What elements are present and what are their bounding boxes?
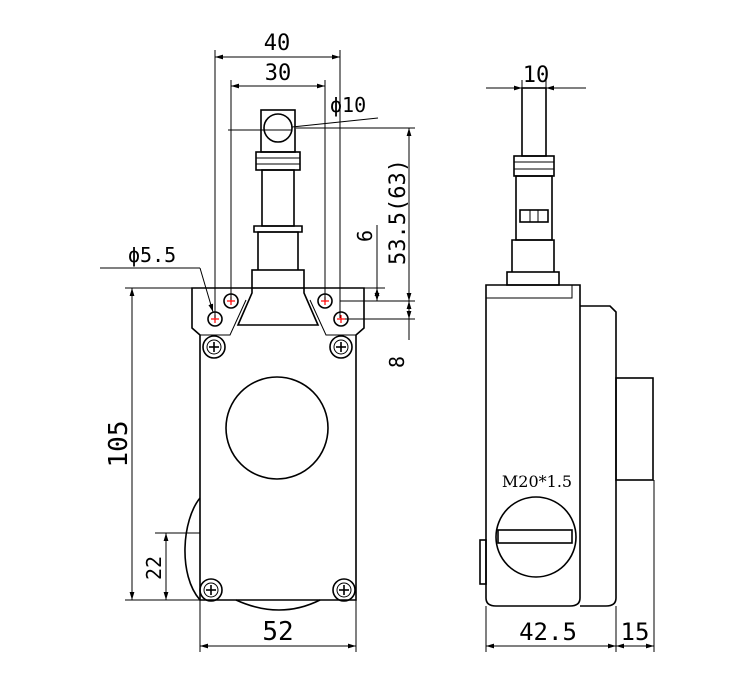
front-mount-holes (207, 293, 349, 327)
dim-22: 22 (142, 532, 200, 600)
side-thread-slot (497, 529, 573, 544)
dim-22-label: 22 (142, 556, 166, 580)
side-cover-box (615, 377, 654, 481)
dim-8: 8 (345, 301, 415, 368)
front-ear-left (200, 299, 247, 336)
dim-6-label: 6 (353, 230, 377, 242)
side-body-outline (485, 284, 581, 607)
side-view: M20*1.5 10 42.5 15 (479, 63, 655, 652)
dim-40: 40 (214, 31, 341, 318)
dim-15: 15 (616, 618, 654, 649)
dim-phi5-5-label: ϕ5.5 (128, 243, 176, 267)
front-drum-arc (184, 497, 201, 601)
side-step (485, 285, 573, 299)
dim-105-label: 105 (104, 421, 134, 468)
dim-10-label: 10 (523, 63, 550, 88)
dim-42-5: 42.5 (485, 480, 655, 652)
dim-42-5-label: 42.5 (519, 618, 577, 646)
front-ear-right (309, 299, 356, 336)
front-screws (199, 335, 356, 602)
side-thread-circle (495, 496, 577, 578)
dim-40-label: 40 (264, 31, 291, 56)
dim-30: 30 (230, 61, 326, 300)
dim-15-label: 15 (621, 618, 650, 646)
side-rod (506, 87, 560, 286)
front-body-outline (191, 287, 365, 601)
dim-phi10-label: ϕ10 (330, 93, 366, 117)
dim-phi10: ϕ10 (228, 93, 379, 131)
dim-105: 105 (104, 287, 200, 601)
thread-label: M20*1.5 (502, 472, 572, 491)
dim-6: 6 (304, 225, 385, 301)
dim-52: 52 (199, 600, 357, 652)
side-cover (580, 305, 617, 607)
front-drum-bottom (235, 599, 321, 611)
dim-53-5-label: 53.5(63) (386, 159, 411, 265)
front-window-circle (225, 376, 329, 480)
dim-53-5: 53.5(63) (296, 127, 415, 302)
dim-phi5-5: ϕ5.5 (100, 243, 214, 313)
dim-10: 10 (486, 63, 586, 95)
front-rod (251, 109, 305, 289)
dim-52-label: 52 (262, 617, 293, 647)
dim-8-label: 8 (385, 356, 409, 368)
front-view: 40 30 ϕ10 ϕ5.5 53.5(63) (100, 31, 415, 652)
dim-30-label: 30 (265, 61, 292, 86)
side-left-bump (479, 539, 487, 585)
